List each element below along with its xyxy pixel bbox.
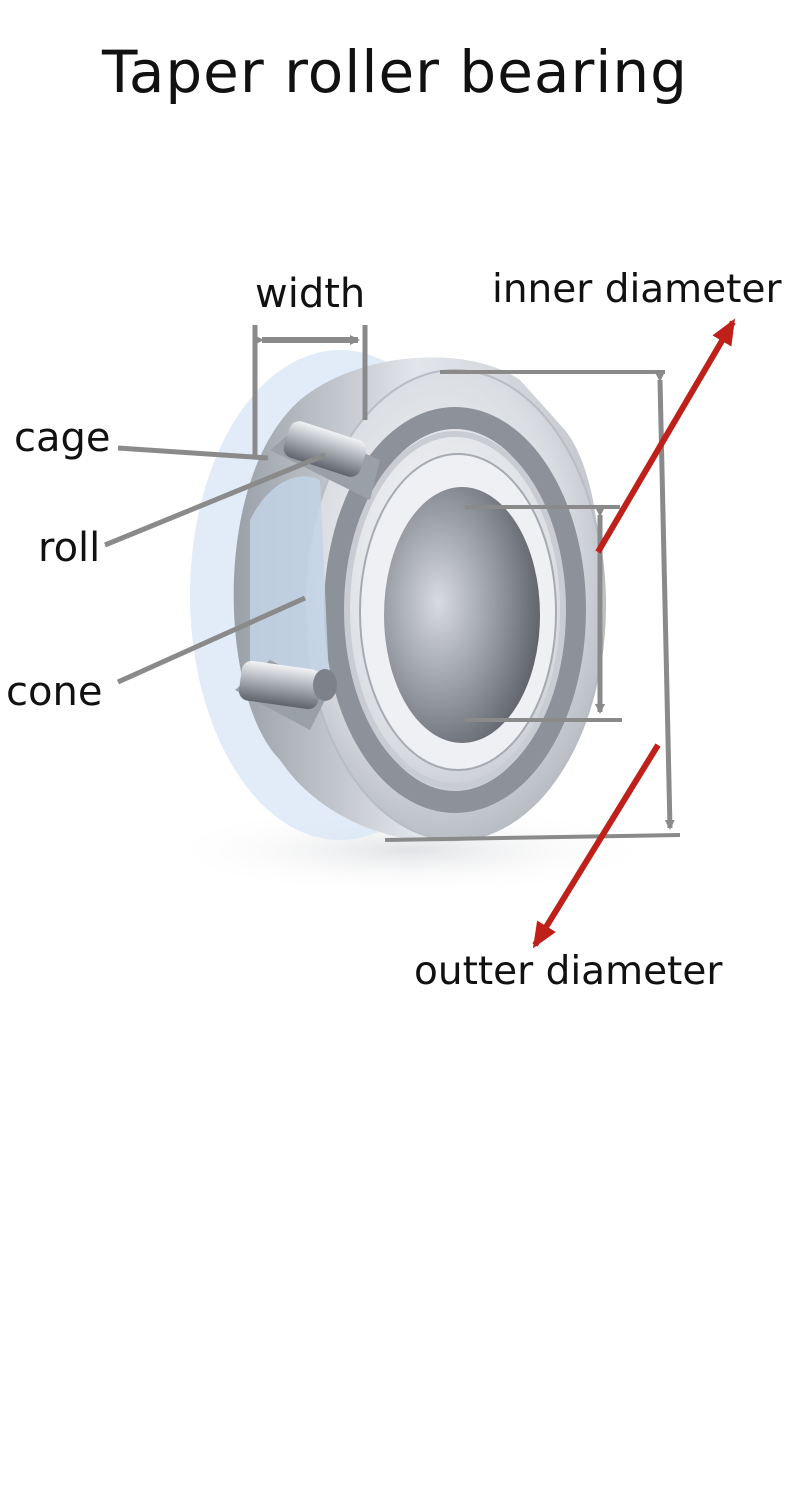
inner-diameter-arrow	[595, 318, 736, 554]
roll-leader	[104, 452, 326, 548]
outer-diameter-dimension	[384, 370, 681, 842]
outer-diameter-label: outter diameter	[414, 949, 723, 994]
cone-leader	[116, 595, 307, 685]
outer-diameter-arrow	[532, 743, 661, 949]
bore	[384, 487, 540, 743]
roller-end	[313, 669, 337, 701]
width-label: width	[255, 271, 366, 317]
inner-diameter-label: inner diameter	[492, 267, 782, 312]
roller-track-highlight	[344, 431, 566, 789]
bearing-illustration	[190, 350, 606, 842]
cage-label: cage	[14, 415, 111, 461]
cone-label: cone	[6, 669, 103, 715]
bearing-shadow	[160, 805, 660, 895]
roller-lower	[238, 660, 322, 710]
roller-upper	[283, 421, 367, 477]
cage-leader	[117, 445, 269, 461]
roller-track	[324, 407, 586, 813]
diagram-title: Taper roller bearing	[102, 38, 688, 106]
cone-section	[250, 476, 330, 704]
roll-label: roll	[38, 525, 101, 571]
width-dimension	[252, 325, 368, 455]
